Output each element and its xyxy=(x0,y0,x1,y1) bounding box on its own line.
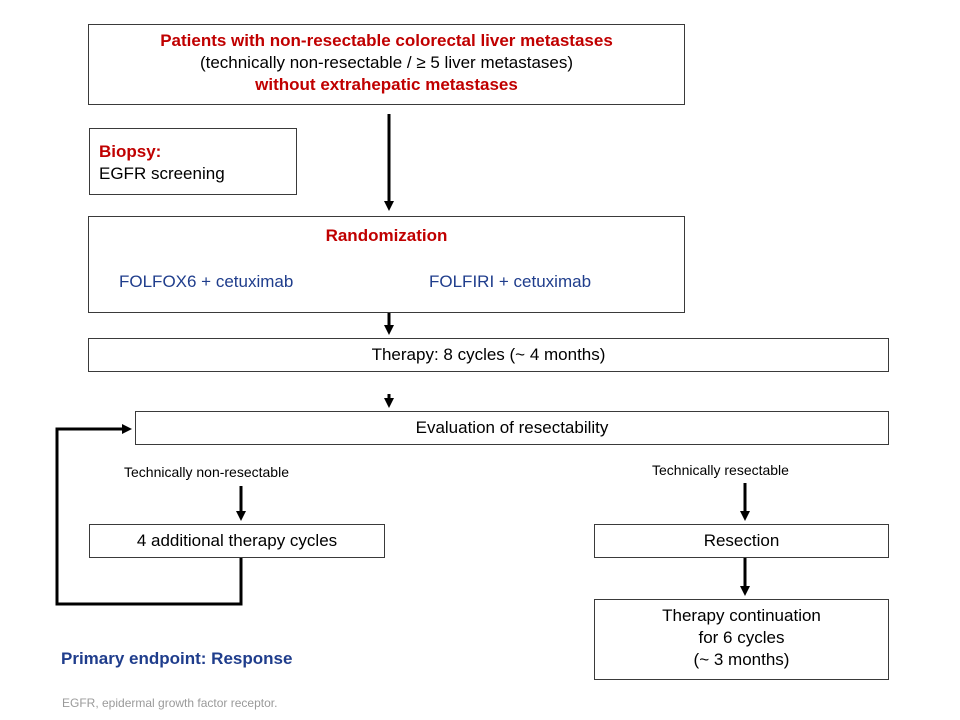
randomization-box: Randomization FOLFOX6 + cetuximab FOLFIR… xyxy=(88,216,685,313)
biopsy-title: Biopsy: xyxy=(99,142,162,161)
patients-line-3: without extrahepatic metastases xyxy=(255,75,518,94)
primary-endpoint: Primary endpoint: Response xyxy=(61,649,293,668)
loop-back-connector xyxy=(55,424,243,606)
evaluation-text: Evaluation of resectability xyxy=(415,418,609,437)
continuation-box: Therapy continuation for 6 cycles (~ 3 m… xyxy=(594,599,889,680)
patients-line-1: Patients with non-resectable colorectal … xyxy=(160,31,613,50)
resection-text: Resection xyxy=(703,531,780,550)
additional-cycles-box: 4 additional therapy cycles xyxy=(89,524,385,558)
randomization-title: Randomization xyxy=(325,226,448,245)
continuation-line-1: Therapy continuation xyxy=(662,606,821,625)
label-technically-resectable: Technically resectable xyxy=(652,462,789,478)
biopsy-text: EGFR screening xyxy=(99,164,225,183)
patients-box: Patients with non-resectable colorectal … xyxy=(88,24,685,105)
biopsy-box: Biopsy: EGFR screening xyxy=(89,128,297,195)
therapy-text: Therapy: 8 cycles (~ 4 months) xyxy=(371,345,606,364)
continuation-line-3: (~ 3 months) xyxy=(693,650,790,669)
therapy-box: Therapy: 8 cycles (~ 4 months) xyxy=(88,338,889,372)
patients-line-2: (technically non-resectable / ≥ 5 liver … xyxy=(199,53,574,72)
additional-cycles-text: 4 additional therapy cycles xyxy=(136,531,338,550)
continuation-line-2: for 6 cycles xyxy=(698,628,785,647)
resection-box: Resection xyxy=(594,524,889,558)
evaluation-box: Evaluation of resectability xyxy=(135,411,889,445)
footnote: EGFR, epidermal growth factor receptor. xyxy=(62,696,278,710)
label-technically-non-resectable: Technically non-resectable xyxy=(124,464,289,480)
arm-folfox6-cetuximab: FOLFOX6 + cetuximab xyxy=(119,272,294,291)
arm-folfiri-cetuximab: FOLFIRI + cetuximab xyxy=(429,272,592,291)
